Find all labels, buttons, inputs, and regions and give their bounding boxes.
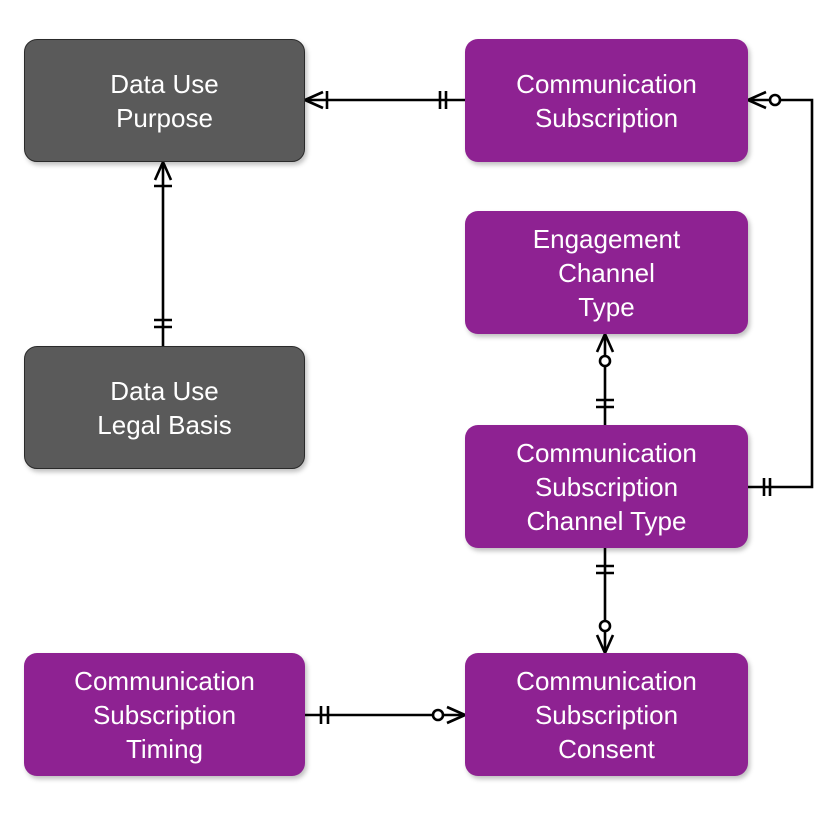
connector-engagement-channel-type [595,333,615,425]
entity-data-use-purpose[interactable]: Data Use Purpose [24,39,305,162]
entity-label: Data Use Legal Basis [97,375,232,440]
entity-label: Communication Subscription Channel Type [516,437,697,536]
entity-communication-subscription-consent[interactable]: Communication Subscription Consent [465,653,748,776]
entity-label: Data Use Purpose [110,68,219,133]
entity-communication-subscription-channel-type[interactable]: Communication Subscription Channel Type [465,425,748,548]
connector-timing-consent [305,705,466,725]
entity-label: Communication Subscription [516,68,697,133]
entity-communication-subscription-timing[interactable]: Communication Subscription Timing [24,653,305,776]
connector-channel-type-consent [595,548,615,654]
connector-subscription-channel-type [747,90,814,496]
entity-engagement-channel-type[interactable]: Engagement Channel Type [465,211,748,334]
entity-data-use-legal-basis[interactable]: Data Use Legal Basis [24,346,305,469]
entity-label: Communication Subscription Timing [74,665,255,764]
entity-label: Engagement Channel Type [532,223,681,322]
connector-purpose-legal-basis [153,161,173,346]
entity-label: Communication Subscription Consent [516,665,697,764]
connector-purpose-subscription [304,90,465,110]
entity-communication-subscription[interactable]: Communication Subscription [465,39,748,162]
